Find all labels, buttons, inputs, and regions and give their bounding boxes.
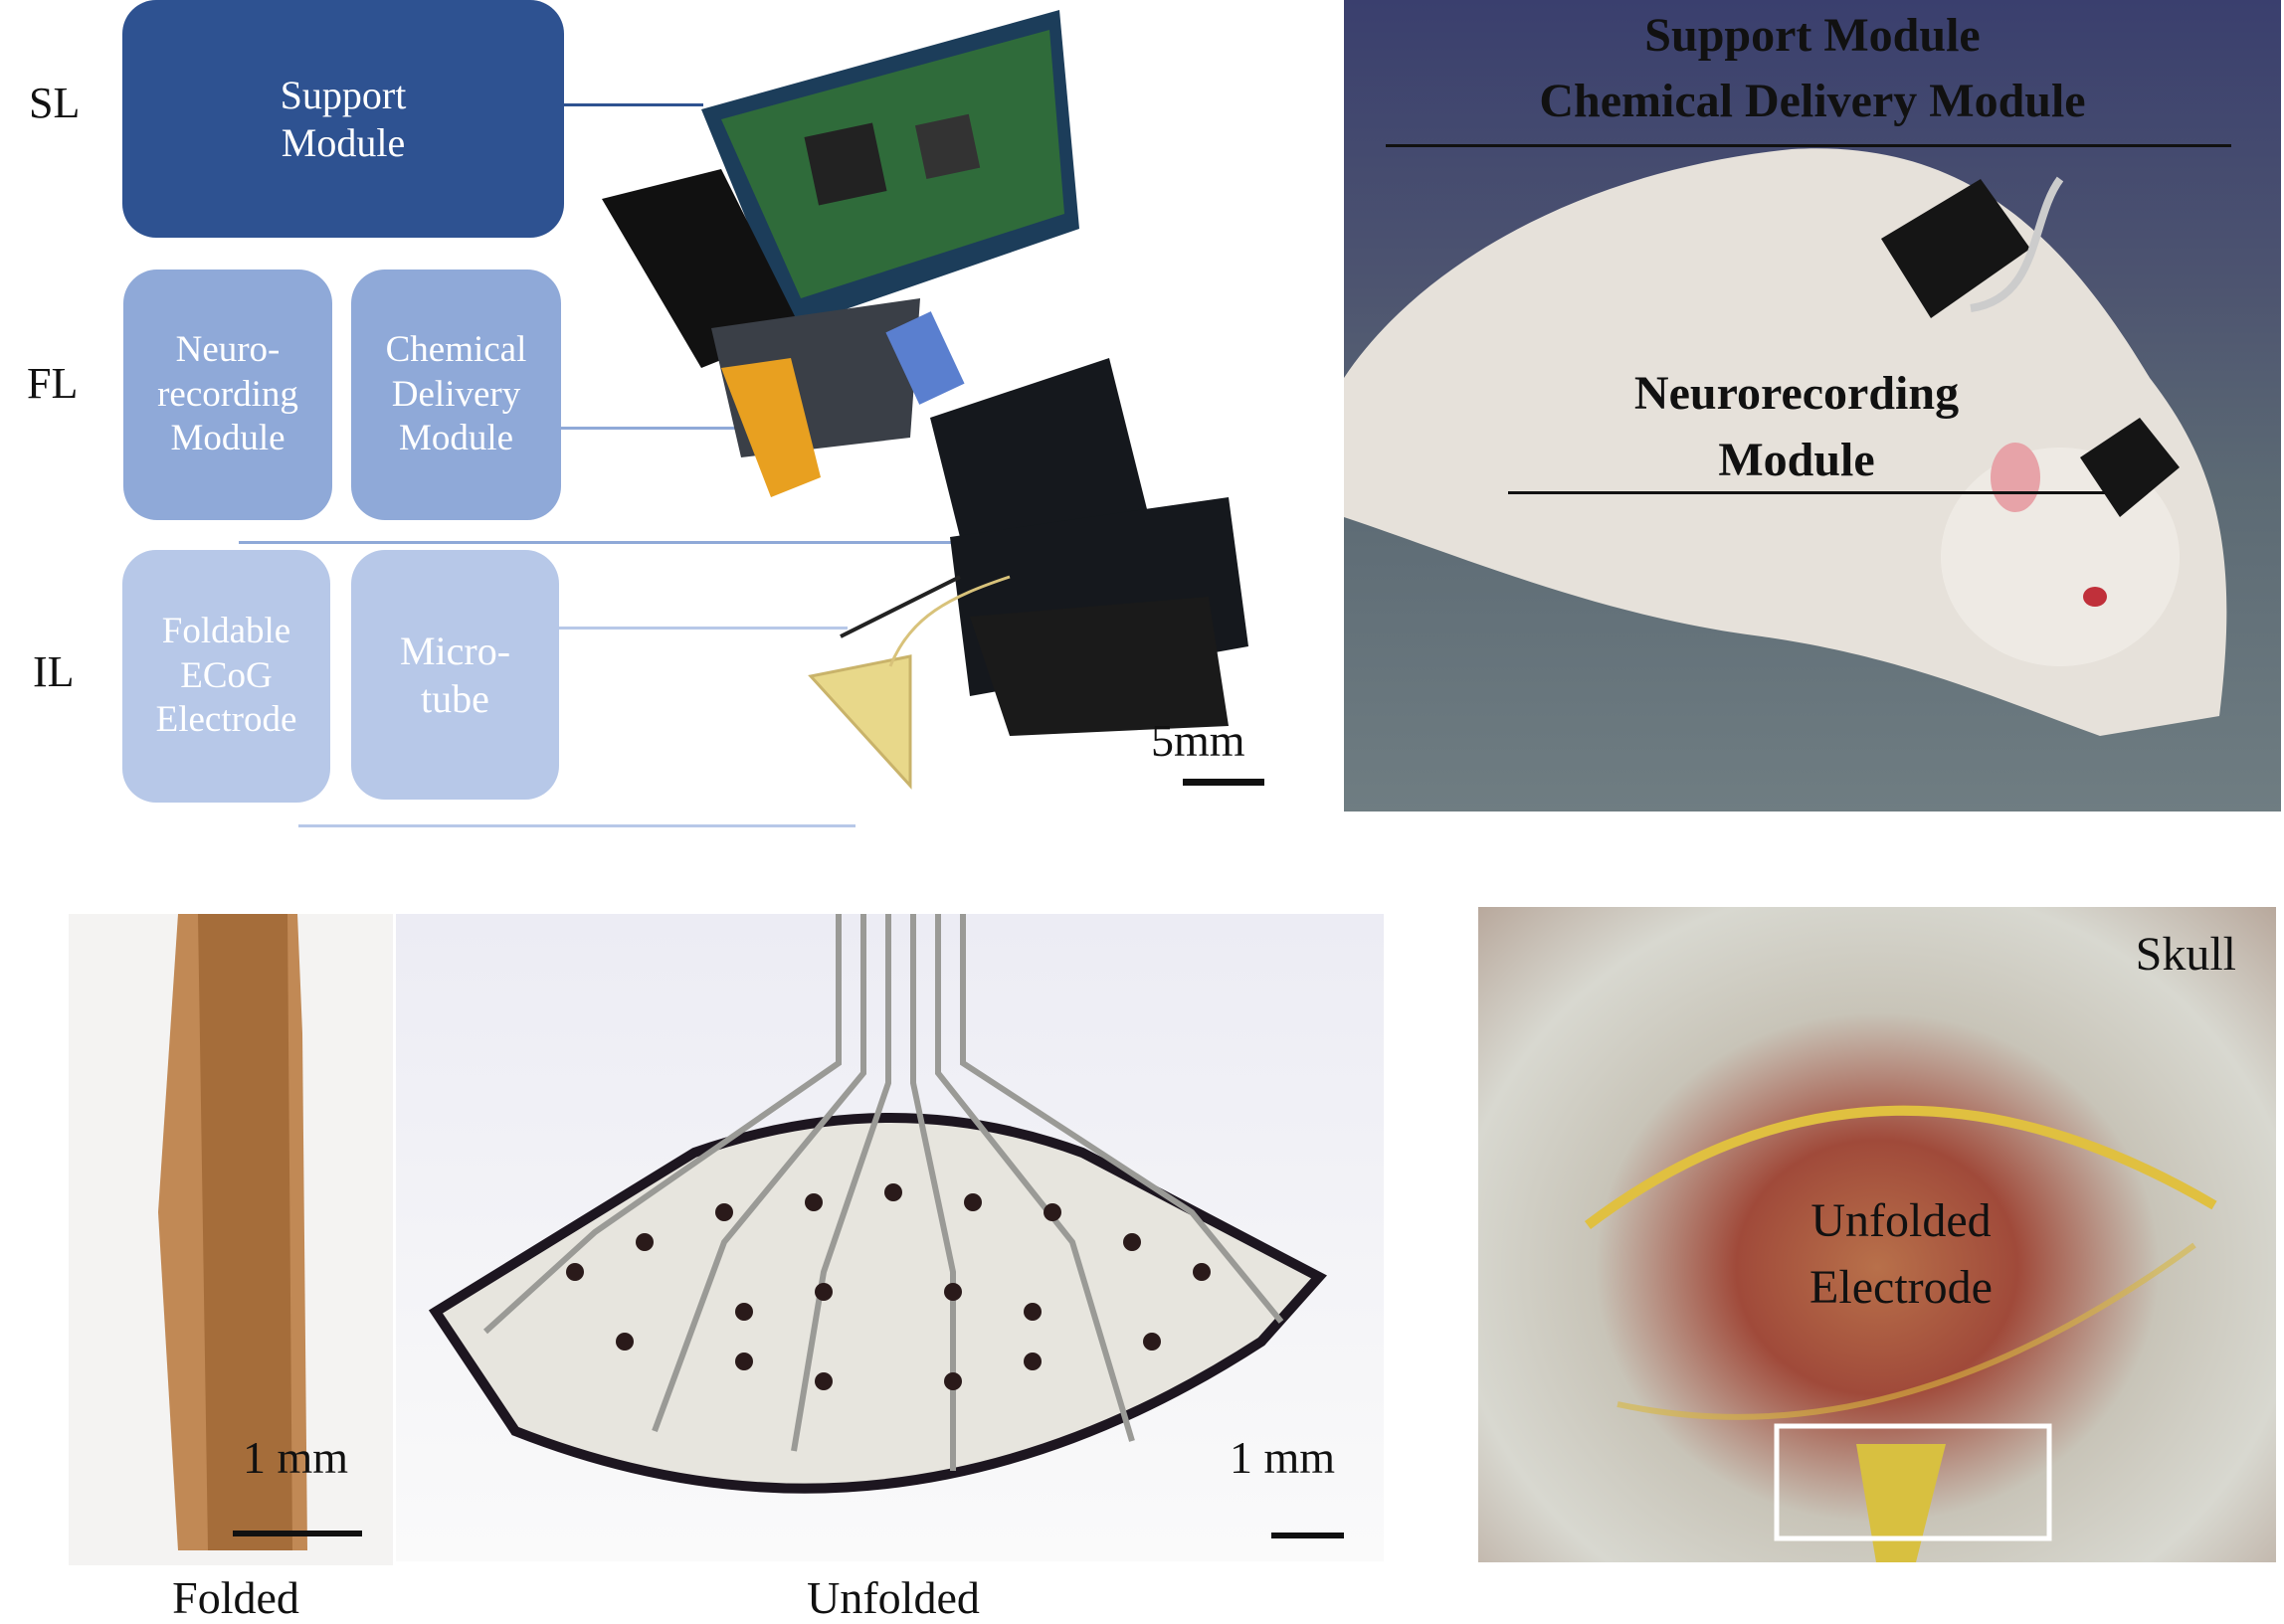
connector-line	[559, 627, 848, 630]
support-module-box: Support Module	[122, 0, 564, 238]
layer-label-fl: FL	[27, 359, 79, 408]
foldable-electrode-box: Foldable ECoG Electrode	[122, 550, 330, 803]
folded-scale-bar	[233, 1531, 362, 1536]
rat-label-neurorecording-module: Neurorecording Module	[1633, 367, 1960, 487]
rat-photo: Support Module Chemical Delivery Module …	[1344, 0, 2281, 812]
folded-electrode-photo: 1 mm	[69, 914, 393, 1565]
unfolded-scale-bar-label: 1 mm	[1230, 1432, 1336, 1483]
device-scale-bar-label: 5mm	[1151, 715, 1245, 766]
folded-scale-bar-label: 1 mm	[243, 1432, 349, 1483]
chemical-delivery-module-box: Chemical Delivery Module	[351, 270, 561, 520]
unfolded-electrode-photo: 1 mm	[396, 914, 1384, 1561]
layer-label-il: IL	[33, 647, 75, 696]
skull-label: Skull	[2135, 928, 2236, 981]
connector-line	[564, 103, 703, 106]
device-photo	[602, 10, 1248, 790]
rat-label-chemical-delivery-module: Chemical Delivery Module	[1539, 75, 2086, 127]
unfolded-scale-bar	[1271, 1533, 1344, 1538]
microtube-box: Micro- tube	[351, 550, 559, 800]
rat-label-line	[1508, 491, 2105, 494]
unfolded-caption: Unfolded	[807, 1572, 980, 1623]
connector-line	[561, 427, 869, 430]
rat-label-support-module: Support Module	[1644, 9, 1981, 62]
folded-caption: Folded	[172, 1572, 299, 1623]
neurorecording-module-box: Neuro- recording Module	[123, 270, 332, 520]
device-scale-bar	[1183, 779, 1264, 786]
rat-label-line	[1386, 144, 2231, 147]
connector-line	[298, 824, 856, 827]
unfolded-electrode-label: Unfolded Electrode	[1809, 1194, 1993, 1315]
connector-line	[239, 541, 955, 544]
implanted-electrode-photo: Skull Unfolded Electrode	[1478, 907, 2276, 1562]
layer-label-sl: SL	[29, 79, 81, 127]
